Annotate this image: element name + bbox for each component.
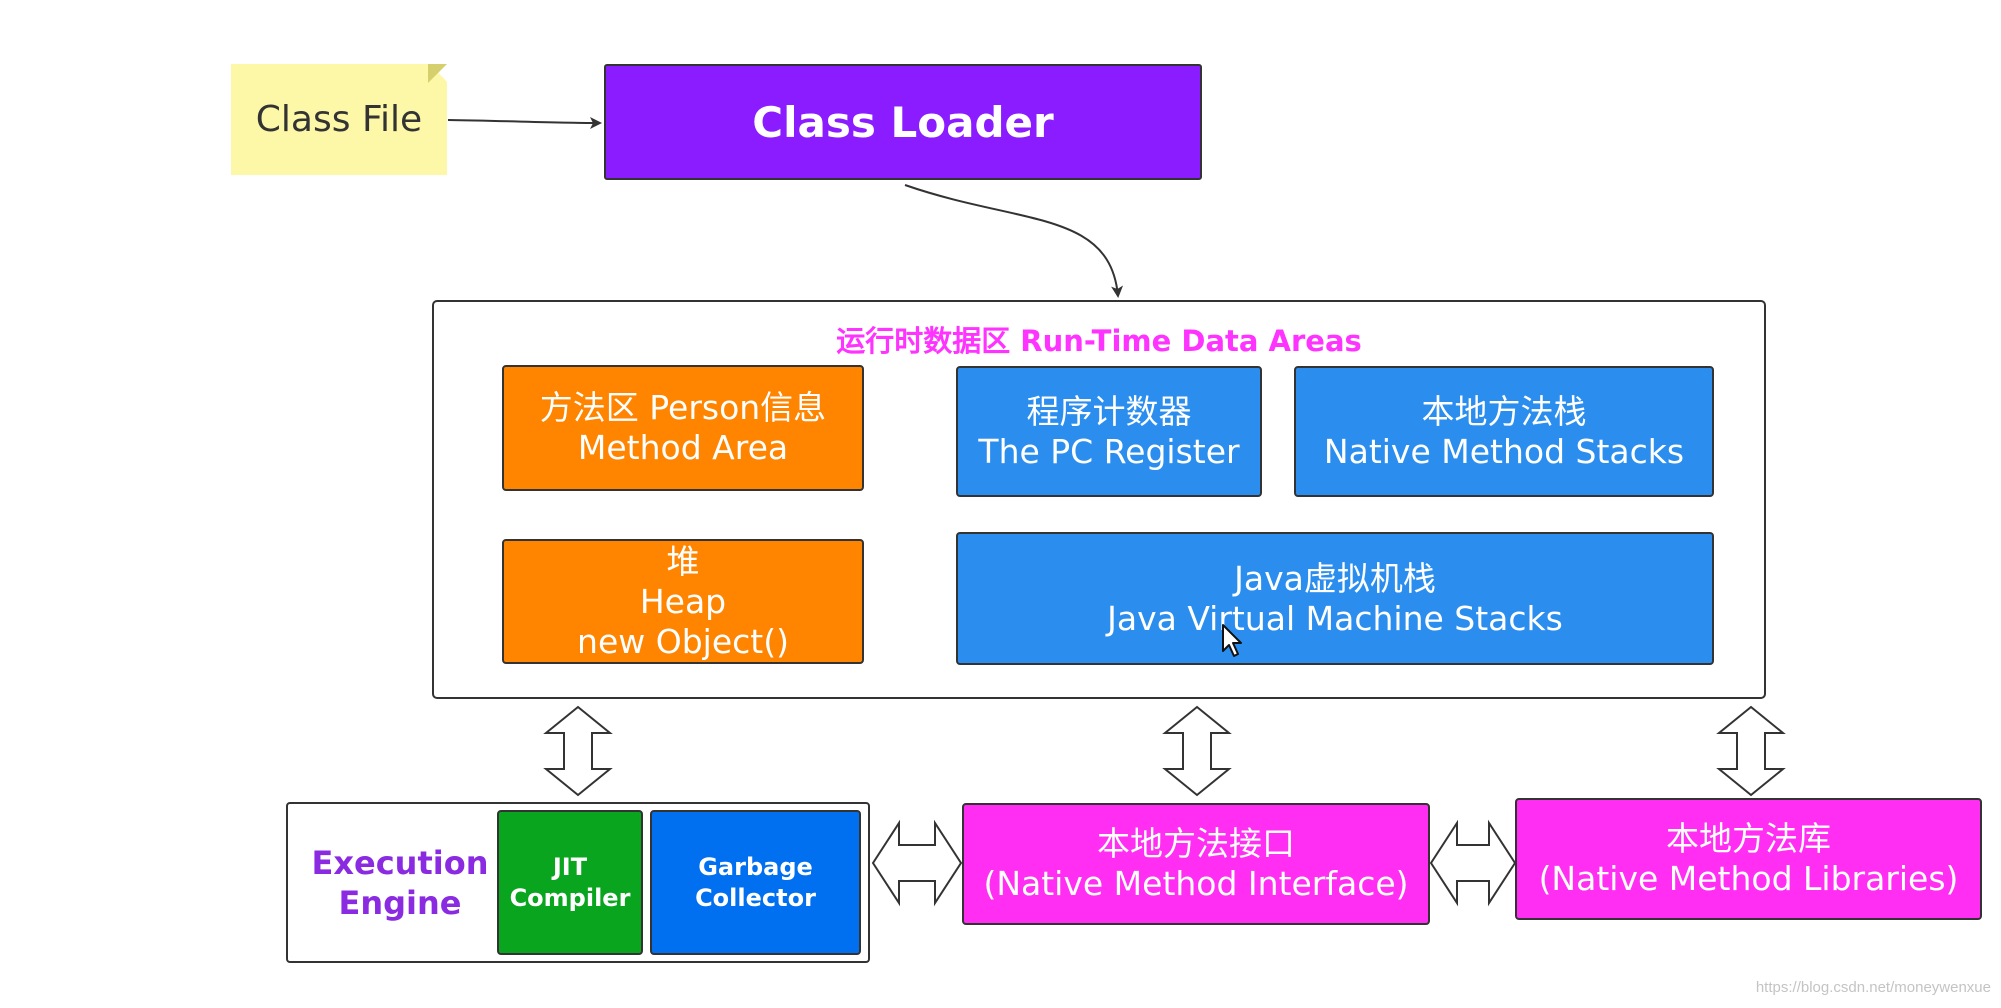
native-method-stacks-line2: Native Method Stacks bbox=[1323, 431, 1685, 471]
method-area-box: 方法区 Person信息 Method Area bbox=[502, 365, 864, 491]
runtime-data-areas-title: 运行时数据区 Run-Time Data Areas bbox=[836, 324, 1362, 358]
method-area-line1: 方法区 Person信息 bbox=[539, 388, 827, 427]
rtda-native-libraries-double-arrow bbox=[1716, 705, 1786, 797]
gc-line2: Collector bbox=[695, 883, 816, 912]
heap-line3: new Object() bbox=[577, 621, 789, 661]
garbage-collector-box: Garbage Collector bbox=[650, 810, 861, 955]
native-interface-line1: 本地方法接口 bbox=[1097, 824, 1295, 863]
execution-engine-line2: Engine bbox=[338, 883, 462, 922]
classfile-to-classloader-arrow bbox=[447, 116, 602, 129]
native-method-stacks-line1: 本地方法栈 bbox=[1421, 391, 1587, 431]
rtda-execution-double-arrow bbox=[543, 705, 613, 797]
mouse-cursor-icon bbox=[1222, 624, 1242, 657]
pc-register-line2: The PC Register bbox=[978, 431, 1240, 471]
jit-line2: Compiler bbox=[509, 883, 631, 912]
jit-compiler-box: JIT Compiler bbox=[497, 810, 643, 955]
jvm-stacks-box: Java虚拟机栈 Java Virtual Machine Stacks bbox=[956, 532, 1714, 665]
interface-libraries-double-arrow bbox=[1429, 819, 1517, 907]
class-file-note: Class File bbox=[231, 64, 447, 175]
native-interface-line2: (Native Method Interface) bbox=[983, 864, 1409, 903]
jvm-stacks-line1: Java虚拟机栈 bbox=[1234, 558, 1436, 598]
execution-engine-label: Execution Engine bbox=[300, 830, 500, 935]
pc-register-line1: 程序计数器 bbox=[1026, 391, 1192, 431]
note-fold-corner bbox=[428, 64, 447, 83]
execution-engine-line1: Execution bbox=[311, 843, 489, 882]
class-file-label: Class File bbox=[255, 99, 423, 140]
gc-line1: Garbage bbox=[698, 852, 813, 881]
class-loader-label: Class Loader bbox=[752, 97, 1054, 147]
heap-line1: 堆 bbox=[666, 541, 700, 581]
native-method-interface-box: 本地方法接口 (Native Method Interface) bbox=[962, 803, 1430, 925]
heap-box: 堆 Heap new Object() bbox=[502, 539, 864, 664]
native-libraries-line2: (Native Method Libraries) bbox=[1538, 859, 1959, 898]
native-libraries-line1: 本地方法库 bbox=[1666, 819, 1831, 858]
native-method-libraries-box: 本地方法库 (Native Method Libraries) bbox=[1515, 798, 1982, 920]
jvm-stacks-line2: Java Virtual Machine Stacks bbox=[1107, 598, 1563, 638]
method-area-line2: Method Area bbox=[577, 428, 789, 467]
class-loader-box: Class Loader bbox=[604, 64, 1202, 180]
pc-register-box: 程序计数器 The PC Register bbox=[956, 366, 1262, 497]
heap-line2: Heap bbox=[639, 581, 727, 621]
native-method-stacks-box: 本地方法栈 Native Method Stacks bbox=[1294, 366, 1714, 497]
classloader-to-rtda-arrow bbox=[904, 184, 1124, 298]
rtda-native-interface-double-arrow bbox=[1162, 705, 1232, 797]
jit-line1: JIT bbox=[552, 852, 588, 881]
execution-native-interface-double-arrow bbox=[871, 819, 963, 907]
watermark-text: https://blog.csdn.net/moneywenxue bbox=[1755, 979, 1991, 996]
